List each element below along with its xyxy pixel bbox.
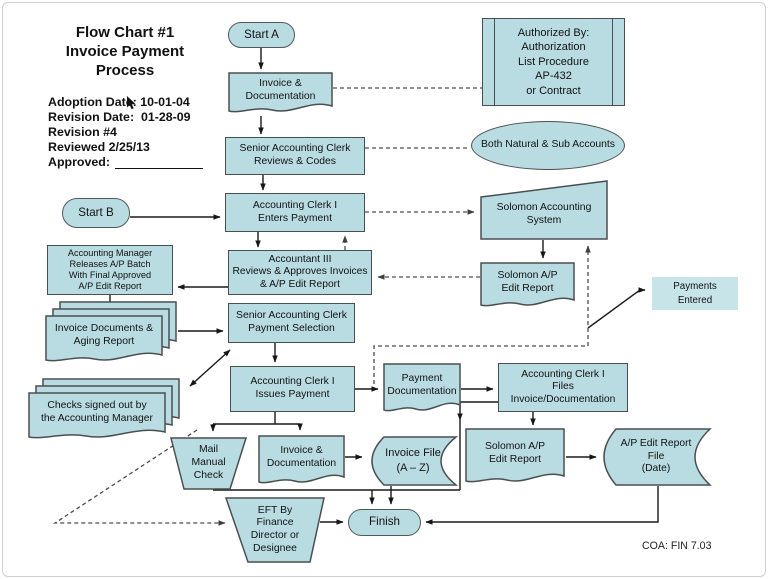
approved-blank-line xyxy=(114,156,203,170)
solomon-ap-report-bottom-label: Solomon A/P Edit Report xyxy=(484,440,546,465)
issues-payment-label: Accounting Clerk I Issues Payment xyxy=(250,376,335,400)
eft-label: EFT By Finance Director or Designee xyxy=(250,504,300,554)
invoice-file-label: Invoice File (A – Z) xyxy=(385,447,441,474)
invoice-file-node: Invoice File (A – Z) xyxy=(368,436,458,486)
payment-documentation-label: Payment Documentation xyxy=(387,372,457,397)
invoice-documents-aging-node: Invoice Documents & Aging Report xyxy=(45,301,177,365)
checks-signed-out-label: Checks signed out by the Accounting Mana… xyxy=(40,400,154,424)
accounting-manager-releases-node: Accounting Manager Releases A/P Batch Wi… xyxy=(47,245,173,295)
finish-node: Finish xyxy=(348,509,421,536)
start-b-node: Start B xyxy=(62,198,130,228)
doc-shape xyxy=(228,72,333,113)
natural-sub-accounts-node: Both Natural & Sub Accounts xyxy=(471,121,625,170)
stored-shape xyxy=(371,436,458,486)
doc-shape xyxy=(258,435,345,484)
revision-number: Revision #4 xyxy=(48,124,117,139)
senior-clerk-reviews-label: Senior Accounting Clerk Reviews & Codes xyxy=(239,143,351,167)
payments-entered-label: Payments Entered xyxy=(673,281,717,306)
dashed-connectors xyxy=(52,87,591,526)
natural-sub-accounts-label: Both Natural & Sub Accounts xyxy=(480,139,615,151)
mail-manual-check-node: Mail Manual Check xyxy=(170,437,247,490)
multidoc-shape xyxy=(28,378,180,439)
stored-shape xyxy=(603,428,712,486)
solomon-system-label: Solomon Accounting System xyxy=(496,202,592,226)
clerk-files-label: Accounting Clerk I Files Invoice/Documen… xyxy=(510,368,616,405)
invoice-documentation-bottom-label: Invoice & Documentation xyxy=(266,444,337,469)
enters-payment-node: Accounting Clerk I Enters Payment xyxy=(225,193,365,232)
issues-payment-node: Accounting Clerk I Issues Payment xyxy=(230,366,355,412)
trap-shape xyxy=(225,497,325,563)
adoption-date: Adoption Date: 10-01-04 xyxy=(48,95,190,109)
finish-label: Finish xyxy=(369,515,400,529)
authorized-by-node: Authorized By: Authorization List Proced… xyxy=(482,18,625,106)
mouse-cursor xyxy=(127,96,136,110)
start-a-node: Start A xyxy=(228,22,295,48)
ap-edit-report-file-node: A/P Edit Report File (Date) xyxy=(600,428,712,486)
solomon-ap-report-mid-node: Solomon A/P Edit Report xyxy=(480,262,575,310)
start-a-label: Start A xyxy=(244,27,279,41)
payment-selection-label: Senior Accounting Clerk Payment Selectio… xyxy=(236,310,347,334)
authorized-by-label: Authorized By: Authorization List Proced… xyxy=(517,26,590,97)
solomon-ap-report-mid-label: Solomon A/P Edit Report xyxy=(497,269,558,294)
senior-clerk-reviews-node: Senior Accounting Clerk Reviews & Codes xyxy=(225,137,365,175)
ap-edit-report-file-label: A/P Edit Report File (Date) xyxy=(620,438,692,475)
multidoc-shape xyxy=(45,301,177,362)
payments-entered-node: Payments Entered xyxy=(652,277,738,310)
revision-date: Revision Date: 01-28-09 xyxy=(48,109,191,124)
solomon-system-node: Solomon Accounting System xyxy=(480,180,608,240)
solomon-ap-report-bottom-node: Solomon A/P Edit Report xyxy=(465,428,565,486)
accountant-iii-node: Accountant III Reviews & Approves Invoic… xyxy=(228,250,372,295)
slant-shape xyxy=(480,180,608,240)
invoice-documents-aging-label: Invoice Documents & Aging Report xyxy=(54,323,154,347)
trap-shape xyxy=(170,437,247,490)
enters-payment-label: Accounting Clerk I Enters Payment xyxy=(252,199,338,224)
approved-row: Approved: xyxy=(48,155,258,170)
payment-selection-node: Senior Accounting Clerk Payment Selectio… xyxy=(228,303,355,343)
payment-documentation-node: Payment Documentation xyxy=(383,363,461,415)
document-meta: Adoption Date: 10-01-04 Revision Date: 0… xyxy=(48,95,258,170)
eft-node: EFT By Finance Director or Designee xyxy=(225,497,325,563)
doc-shape xyxy=(480,262,575,307)
mail-manual-check-label: Mail Manual Check xyxy=(191,444,226,481)
approved-label: Approved: xyxy=(48,154,110,169)
accountant-iii-label: Accountant III Reviews & Approves Invoic… xyxy=(232,253,368,290)
invoice-documentation-top-label: Invoice & Documentation xyxy=(245,77,316,102)
page-title: Flow Chart #1 Invoice Payment Process xyxy=(65,24,185,79)
invoice-documentation-bottom-node: Invoice & Documentation xyxy=(258,435,345,487)
doc-shape xyxy=(465,428,565,483)
invoice-documentation-top-node: Invoice & Documentation xyxy=(228,72,333,116)
reviewed-date: Reviewed 2/25/13 xyxy=(48,139,150,154)
clerk-files-node: Accounting Clerk I Files Invoice/Documen… xyxy=(498,363,628,412)
accounting-manager-releases-label: Accounting Manager Releases A/P Batch Wi… xyxy=(67,247,153,292)
solid-connectors xyxy=(109,48,659,525)
doc-shape xyxy=(383,363,461,412)
coa-reference: COA: FIN 7.03 xyxy=(642,540,712,552)
start-b-label: Start B xyxy=(78,205,114,219)
checks-signed-out-node: Checks signed out by the Accounting Mana… xyxy=(28,378,180,442)
